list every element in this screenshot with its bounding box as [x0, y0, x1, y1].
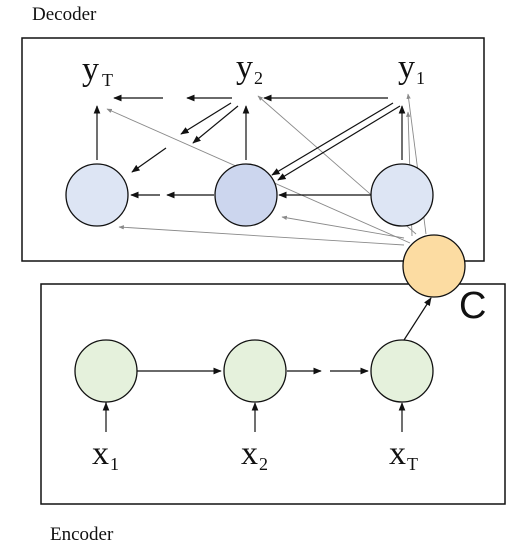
input-x1-letter: x	[92, 435, 109, 472]
output-y2-subscript: 2	[254, 68, 263, 88]
output-y1-subscript: 1	[416, 68, 425, 88]
diag-y2-to-left-lower	[192, 105, 239, 144]
input-x1-subscript: 1	[110, 454, 119, 474]
input-label-xT: x T	[389, 435, 418, 474]
context-to-node-yT-arrow	[118, 225, 405, 246]
output-y2-letter: y	[236, 49, 253, 86]
output-yT-subscript: T	[102, 70, 113, 90]
node-xT-to-context-arrow	[403, 297, 432, 341]
input-xT-letter: x	[389, 435, 406, 472]
decoder-box	[21, 37, 485, 262]
diag-into-node-yT	[131, 147, 167, 173]
input-xT-subscript: T	[407, 454, 418, 474]
decoder-node-y2	[214, 163, 278, 227]
diag-y1-to-node-y2-lower	[277, 105, 401, 181]
decoder-title: Decoder	[32, 4, 97, 25]
input-label-x1: x 1	[92, 435, 119, 474]
decoder-node-yT	[65, 163, 129, 227]
context-node	[402, 234, 466, 298]
output-label-y1: y 1	[398, 49, 425, 88]
encoder-title: Encoder	[50, 524, 114, 545]
context-to-node-y2-arrow	[281, 215, 405, 239]
diag-y1-to-node-y2-upper	[271, 102, 394, 176]
encoder-node-xT	[370, 339, 434, 403]
input-x2-letter: x	[241, 435, 258, 472]
decoder-arrows	[93, 94, 406, 199]
output-y1-letter: y	[398, 49, 415, 86]
input-x2-subscript: 2	[259, 454, 268, 474]
output-label-y2: y 2	[236, 49, 263, 88]
decoder-node-y1	[370, 163, 434, 227]
context-attention-arrows	[106, 93, 427, 246]
diag-y2-to-left-upper	[180, 102, 232, 135]
encoder-node-x2	[223, 339, 287, 403]
encoder-arrows	[102, 297, 432, 432]
context-label: C	[459, 285, 486, 327]
input-label-x2: x 2	[241, 435, 268, 474]
output-yT-letter: y	[82, 51, 99, 88]
output-label-yT: y T	[82, 51, 113, 90]
encoder-node-x1	[74, 339, 138, 403]
encoder-box	[40, 283, 506, 505]
